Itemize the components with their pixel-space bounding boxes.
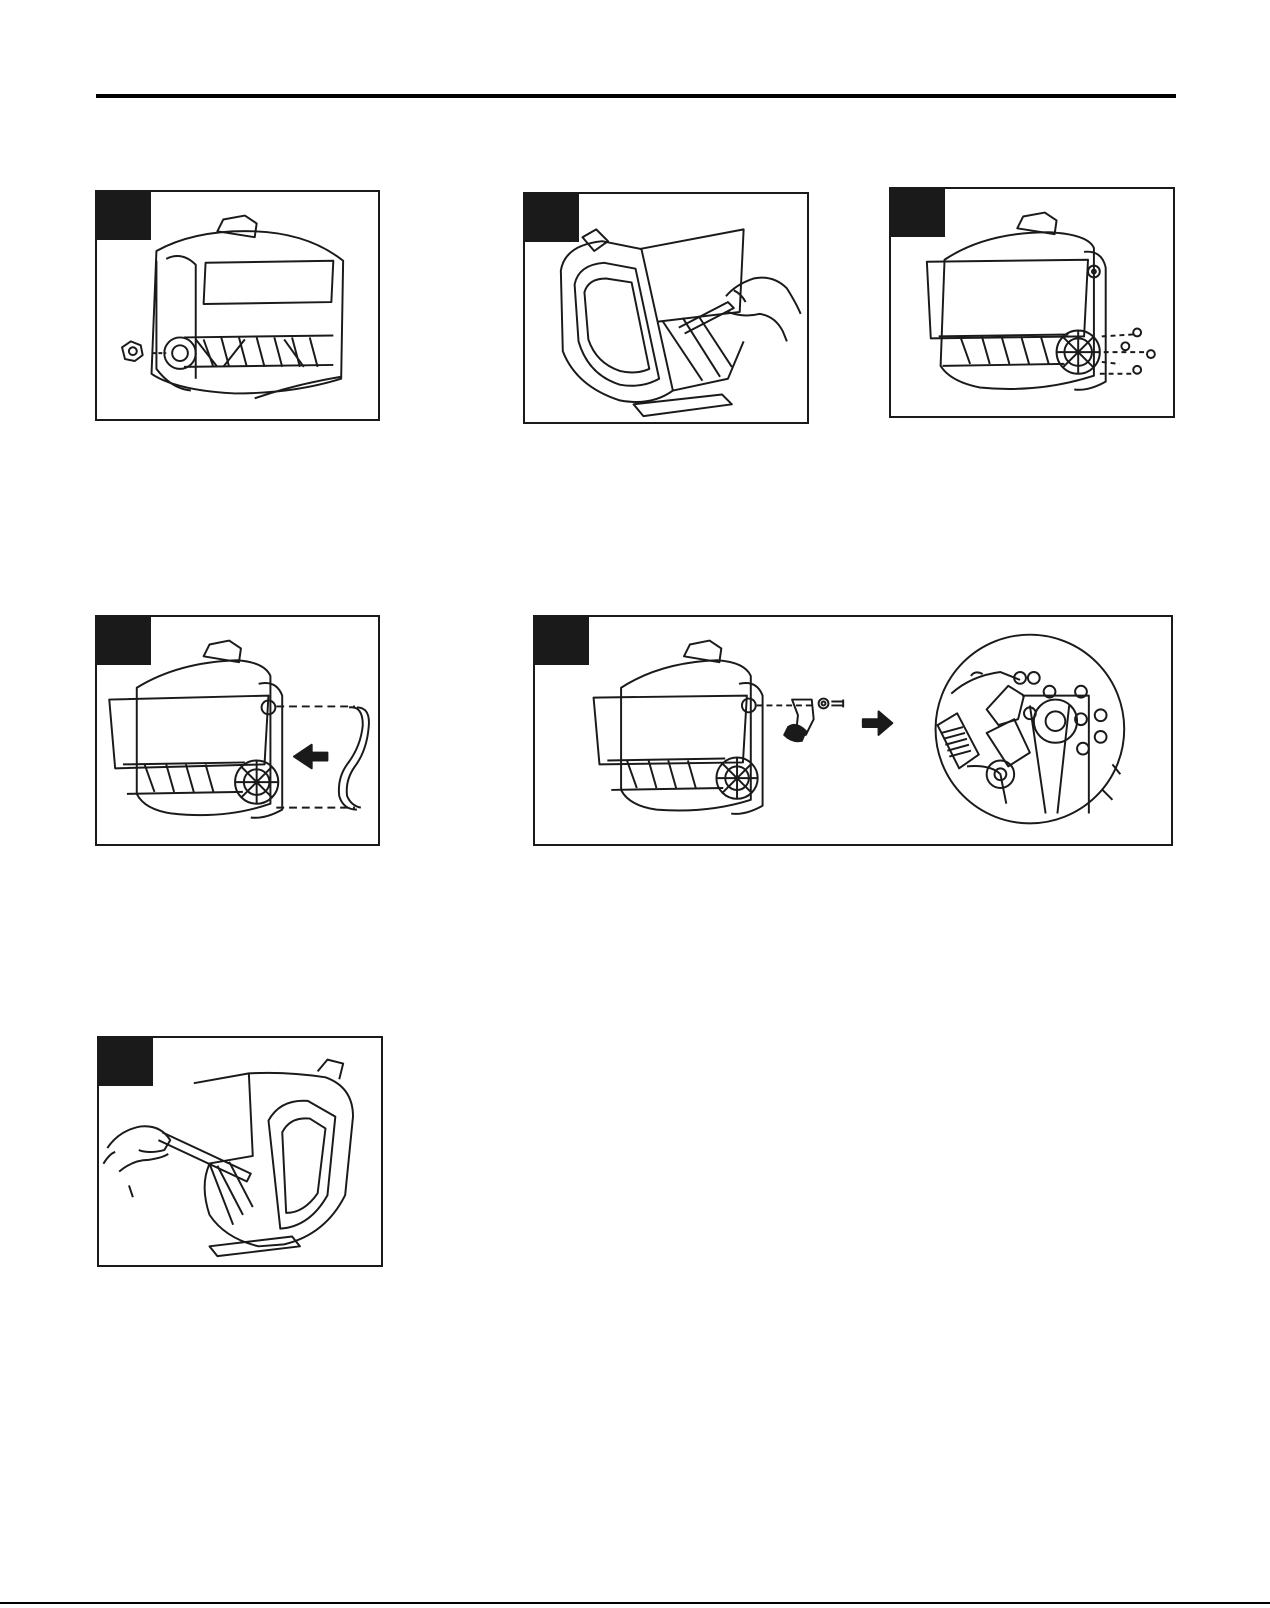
remove-nut-icon bbox=[97, 192, 378, 419]
close-cover-icon bbox=[99, 1038, 381, 1265]
figure-2-panel bbox=[523, 192, 809, 424]
footer-rule bbox=[0, 1602, 1270, 1604]
install-belt-icon bbox=[97, 617, 378, 844]
figure-6-panel bbox=[97, 1036, 383, 1267]
install-idler-icon bbox=[535, 617, 1171, 844]
remove-screws-icon bbox=[891, 189, 1173, 416]
figure-4-panel bbox=[95, 615, 380, 846]
header-rule bbox=[96, 94, 1176, 98]
figure-1-panel bbox=[95, 190, 380, 421]
pry-cover-icon bbox=[525, 194, 807, 422]
figure-5-panel bbox=[533, 615, 1173, 846]
figure-3-panel bbox=[889, 187, 1175, 418]
